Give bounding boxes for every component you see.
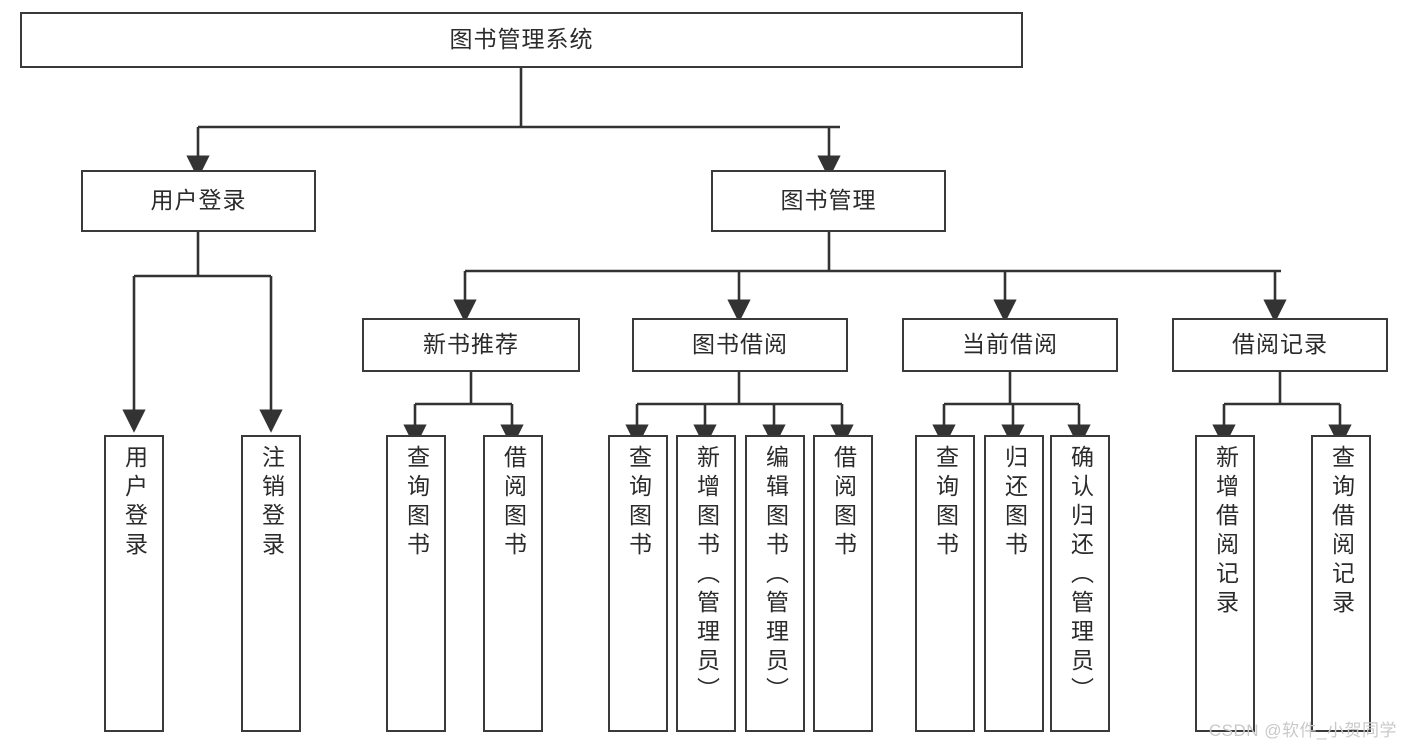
node-label: 借阅记录 <box>1232 331 1328 358</box>
leaf-borrow-book[interactable]: 借阅图书 <box>813 435 873 732</box>
node-label: 新增图书（管理员） <box>693 445 720 706</box>
leaf-add-book-admin[interactable]: 新增图书（管理员） <box>676 435 736 732</box>
node-label: 归还图书 <box>1001 445 1028 561</box>
leaf-logout-login[interactable]: 注销登录 <box>241 435 301 732</box>
node-book-management[interactable]: 图书管理 <box>711 170 946 232</box>
node-label: 新增借阅记录 <box>1212 445 1239 619</box>
leaf-confirm-return-admin[interactable]: 确认归还（管理员） <box>1050 435 1110 732</box>
node-label: 查询借阅记录 <box>1328 445 1355 619</box>
leaf-edit-book-admin[interactable]: 编辑图书（管理员） <box>745 435 805 732</box>
leaf-query-borrow-record[interactable]: 查询借阅记录 <box>1311 435 1371 732</box>
node-root-book-management-system[interactable]: 图书管理系统 <box>20 12 1023 68</box>
csdn-watermark: CSDN @软件_小贺同学 <box>1208 721 1397 740</box>
leaf-add-borrow-record[interactable]: 新增借阅记录 <box>1195 435 1255 732</box>
edges-userlogin-to-leaves <box>122 232 283 433</box>
node-label: 查询图书 <box>932 445 959 561</box>
leaf-user-login[interactable]: 用户登录 <box>104 435 164 732</box>
edges-bookborrow-to-leaves <box>625 372 854 448</box>
node-label: 当前借阅 <box>962 331 1058 358</box>
leaf-query-book-borrow[interactable]: 查询图书 <box>608 435 668 732</box>
edges-root-to-level1 <box>186 68 841 179</box>
node-label: 用户登录 <box>121 445 148 561</box>
node-label: 图书借阅 <box>692 331 788 358</box>
leaf-query-book-current[interactable]: 查询图书 <box>915 435 975 732</box>
node-label: 查询图书 <box>625 445 652 561</box>
node-label: 图书管理 <box>780 187 877 214</box>
leaf-return-book[interactable]: 归还图书 <box>984 435 1044 732</box>
node-user-login[interactable]: 用户登录 <box>81 170 316 232</box>
node-label: 图书管理系统 <box>449 26 594 53</box>
edges-currentborrow-to-leaves <box>932 372 1091 448</box>
node-book-borrow[interactable]: 图书借阅 <box>632 318 848 372</box>
edges-newbook-to-leaves <box>403 372 524 448</box>
leaf-borrow-book-new-recommend[interactable]: 借阅图书 <box>483 435 543 732</box>
node-current-borrow[interactable]: 当前借阅 <box>902 318 1118 372</box>
node-label: 借阅图书 <box>500 445 527 561</box>
node-borrow-record[interactable]: 借阅记录 <box>1172 318 1388 372</box>
node-label: 编辑图书（管理员） <box>762 445 789 706</box>
node-label: 查询图书 <box>403 445 430 561</box>
node-label: 用户登录 <box>150 187 247 214</box>
node-new-book-recommend[interactable]: 新书推荐 <box>362 318 580 372</box>
node-label: 借阅图书 <box>830 445 857 561</box>
edges-bookmanage-to-level2 <box>453 232 1287 323</box>
node-label: 新书推荐 <box>423 331 519 358</box>
leaf-query-book-new-recommend[interactable]: 查询图书 <box>386 435 446 732</box>
edges-borrowrecord-to-leaves <box>1212 372 1352 448</box>
node-label: 注销登录 <box>258 445 285 561</box>
node-label: 确认归还（管理员） <box>1067 445 1094 706</box>
